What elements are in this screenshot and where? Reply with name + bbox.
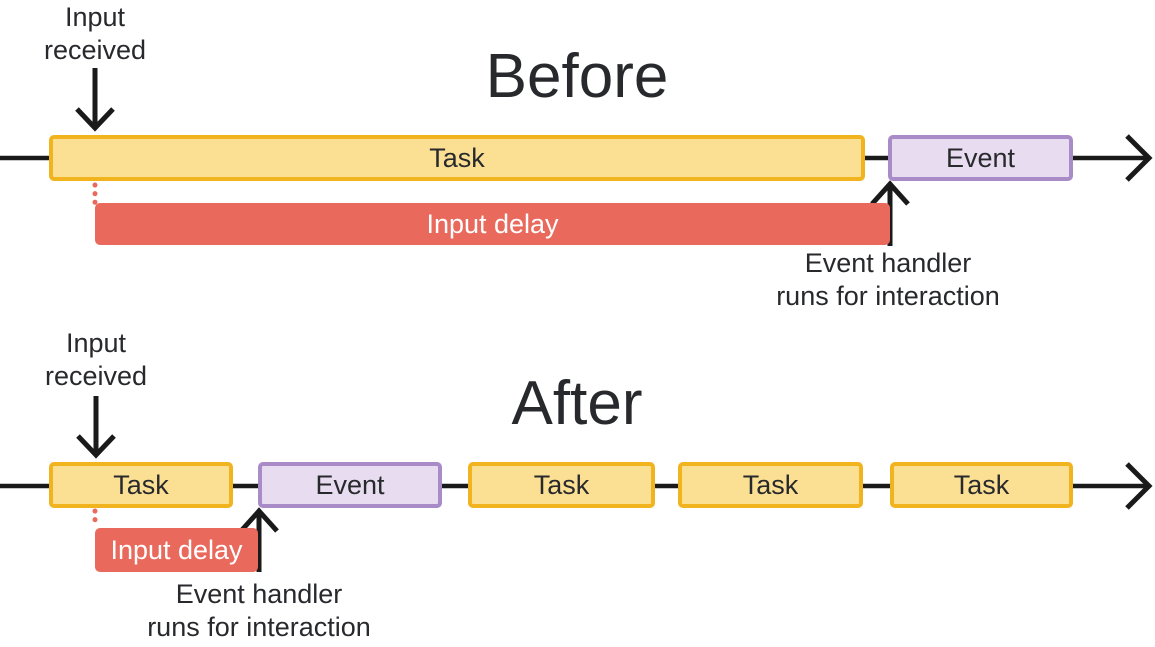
before-input-received-label: Input received <box>43 2 147 65</box>
after-task-box-2: Task <box>468 462 655 508</box>
before-title: Before <box>485 42 669 111</box>
after-task-box-3: Task <box>678 462 863 508</box>
after-input-delay-bar: Input delay <box>95 528 258 572</box>
before-input-delay-label: Input delay <box>426 208 559 239</box>
after-input-delay-label: Input delay <box>110 534 243 565</box>
before-input-received-arrow-icon <box>75 68 115 132</box>
before-timeline-arrowhead-icon <box>1125 134 1153 182</box>
after-event-handler-label: Event handler runs for interaction <box>147 579 371 642</box>
after-input-received-label: Input received <box>44 328 148 391</box>
after-title: After <box>511 369 643 438</box>
after-task-box-1: Task <box>49 462 233 508</box>
after-task-box-3-label: Task <box>742 469 799 500</box>
before-task-bar: Task <box>49 135 865 181</box>
before-event-handler-label: Event handler runs for interaction <box>776 248 1000 311</box>
after-task-box-4: Task <box>890 462 1073 508</box>
after-task-box-2-label: Task <box>533 469 590 500</box>
before-event-box: Event <box>888 135 1073 181</box>
before-event-box-label: Event <box>945 142 1016 173</box>
after-timeline-arrowhead-icon <box>1125 462 1153 510</box>
after-task-box-1-label: Task <box>113 469 169 500</box>
before-task-bar-label: Task <box>429 142 485 173</box>
after-input-received-arrow-icon <box>76 396 116 459</box>
after-event-box-label: Event <box>315 469 385 500</box>
after-task-box-4-label: Task <box>953 469 1010 500</box>
after-event-box: Event <box>258 462 442 508</box>
before-input-delay-bar: Input delay <box>95 203 890 245</box>
